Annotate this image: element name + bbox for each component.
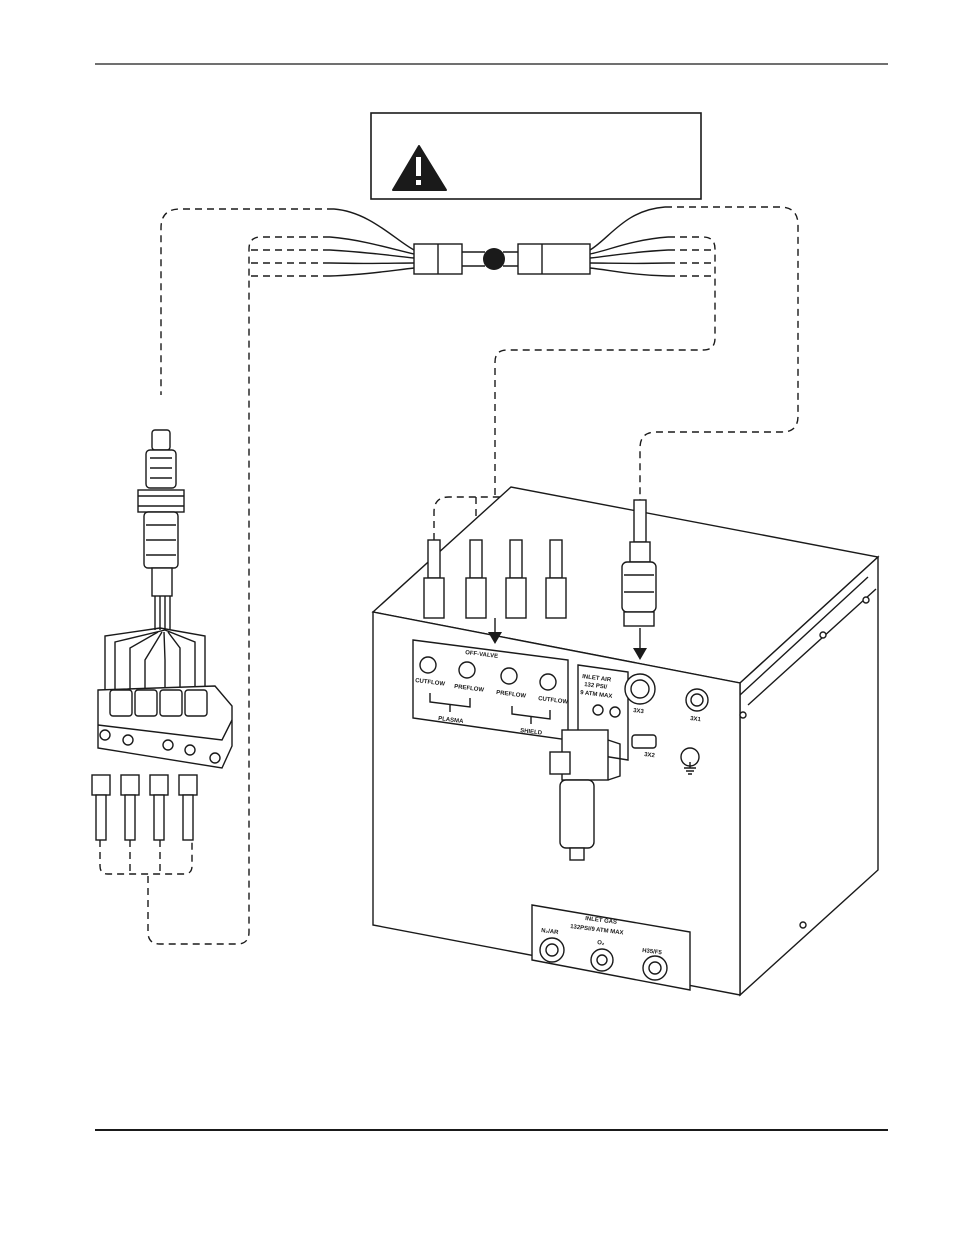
air-filter-regulator (549, 729, 621, 861)
connector-3x1-label: 3X1 (690, 716, 702, 723)
arrow-to-off-valve (488, 632, 502, 644)
warning-box (370, 112, 702, 200)
inlet-air-psi-label: 132 PSI/ (584, 682, 608, 691)
off-valve-panel (412, 639, 569, 741)
shield-label: SHIELD (520, 728, 543, 737)
preflow-left-label: PREFLOW (454, 684, 485, 694)
connector-3x1-socket (685, 688, 709, 712)
left-cable-connector (104, 395, 206, 700)
port-n2-ar-fitting (539, 937, 565, 963)
inlet-gas-panel (531, 904, 691, 991)
lower-tube-fittings (91, 774, 198, 841)
connector-3x3-label: 3X3 (633, 708, 645, 715)
plasma-label: PLASMA (438, 716, 465, 725)
preflow-port-left (458, 661, 476, 679)
inlet-gas-label: INLET GAS (585, 916, 618, 926)
port-o2-fitting (590, 948, 614, 972)
cutflow-port-right (539, 673, 557, 691)
connector-3x3-socket (624, 673, 656, 705)
cutflow-left-label: CUTFLOW (415, 678, 446, 688)
preflow-right-label: PREFLOW (496, 690, 527, 700)
cutflow-port-left (419, 656, 437, 674)
warning-triangle-icon (392, 145, 447, 191)
preflow-port-right (500, 667, 518, 685)
inlet-air-atm-label: 9 ATM MAX (580, 690, 613, 700)
splice-junction (483, 248, 505, 270)
off-valve-header: OFF-VALVE (465, 650, 499, 660)
splice-cable (329, 206, 669, 277)
ground-symbol-icon (684, 762, 696, 775)
connector-3x2-label: 3X2 (644, 752, 656, 759)
arrow-to-3x3 (633, 648, 647, 660)
inlet-air-label: INLET AIR (582, 674, 612, 684)
upper-tube-fittings (423, 539, 567, 644)
connector-3x2-socket (631, 734, 657, 749)
cutflow-right-label: CUTFLOW (538, 696, 569, 706)
port-h35-f5-fitting (642, 955, 668, 981)
port-n2-ar-label: N₂/AR (541, 928, 560, 936)
port-o2-label: O₂ (597, 940, 605, 947)
right-cable-connector (621, 499, 657, 660)
dashed-routing (99, 206, 799, 945)
valve-manifold (97, 685, 233, 769)
port-h35-f5-label: H35/F5 (642, 948, 663, 956)
inlet-air-panel (577, 664, 709, 775)
